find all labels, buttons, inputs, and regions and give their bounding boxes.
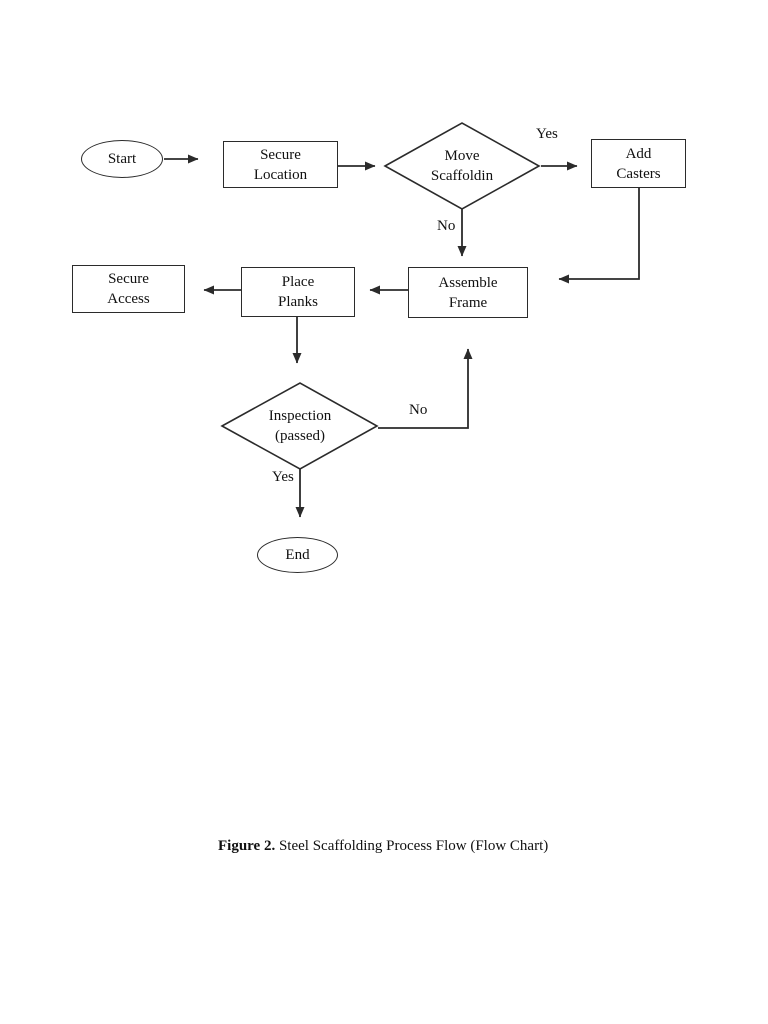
node-secure-location-line1: Secure — [260, 146, 301, 163]
node-secure-access-line1: Secure — [108, 271, 149, 287]
edge-label-inspection-yes: Yes — [272, 469, 294, 485]
node-add-casters: Add Casters — [591, 139, 686, 188]
edge-label-move-no: No — [437, 218, 456, 234]
edge-add-casters-to-assemble-frame — [558, 188, 640, 284]
node-assemble-frame-line1: Assemble — [438, 274, 498, 291]
edge-label-move-yes: Yes — [536, 126, 558, 142]
node-add-casters-line1: Add — [625, 145, 652, 162]
node-end: End — [257, 537, 338, 573]
node-inspection-line1: Inspection — [268, 408, 332, 424]
node-place-planks: Place Planks — [241, 267, 355, 317]
node-secure-location-line2: Location — [253, 166, 308, 183]
node-secure-access-line2: Access — [107, 291, 150, 307]
node-place-planks-line2: Planks — [277, 294, 318, 310]
edge-label-inspection-no: No — [409, 402, 428, 418]
node-inspection-line2: (passed) — [275, 428, 325, 444]
edge-inspection-no-to-assemble-frame — [378, 348, 473, 429]
node-end-label: End — [285, 547, 310, 563]
node-assemble-frame-line2: Frame — [448, 294, 488, 311]
node-assemble-frame: Assemble Frame — [408, 267, 528, 318]
node-inspection-label: Inspection (passed) — [240, 404, 360, 448]
node-add-casters-line2: Casters — [616, 165, 661, 182]
node-move-scaffolding-label: Move Scaffoldin — [402, 144, 522, 188]
decision-inspection-shape — [220, 382, 379, 470]
figure-caption: Figure 2. Steel Scaffolding Process Flow… — [218, 838, 548, 855]
node-secure-access: Secure Access — [72, 265, 185, 313]
figure-caption-number: Figure 2. — [218, 838, 276, 854]
node-start-label: Start — [107, 151, 137, 167]
decision-move-scaffolding-shape — [383, 122, 541, 210]
node-start: Start — [81, 140, 163, 178]
node-secure-location: Secure Location — [223, 141, 338, 188]
node-place-planks-line1: Place — [281, 274, 315, 290]
node-move-scaffolding-line1: Move — [444, 148, 480, 164]
node-move-scaffolding-line2: Scaffoldin — [430, 168, 494, 184]
figure-caption-text: Steel Scaffolding Process Flow (Flow Cha… — [275, 838, 549, 854]
